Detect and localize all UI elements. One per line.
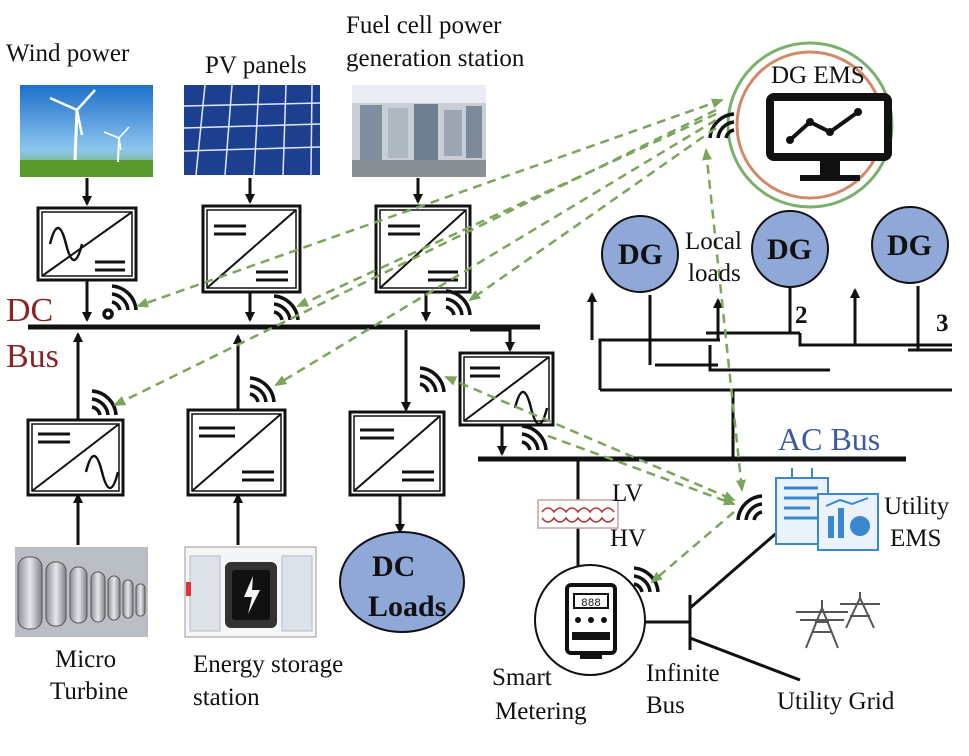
fuel-cell-icon [352, 85, 486, 177]
transmission-tower-icon [796, 592, 880, 649]
utility-ems-label-line2: EMS [890, 525, 942, 552]
dg-node-3 [871, 206, 949, 284]
energy-storage-label-line2: station [193, 684, 260, 711]
smart-meter-icon: 888 [534, 564, 646, 676]
micro-turbine-label-line1: Micro [55, 646, 117, 673]
dc-loads-label-line1: DC [372, 550, 416, 583]
local-loads-label-line2: loads [688, 260, 741, 287]
fuel-cell-label-line1: Fuel cell power [346, 12, 502, 39]
dashboard-icon [775, 468, 879, 551]
dg-ems-label: DG EMS [771, 62, 865, 89]
micro-turbine-icon [15, 547, 148, 637]
converter-icon [348, 410, 446, 497]
dg-number-3: 3 [936, 310, 949, 337]
smart-metering-label-line2: Metering [495, 698, 587, 725]
dc-bus-label-bus: Bus [6, 338, 59, 375]
hv-label: HV [610, 525, 647, 552]
dg-label-3: DG [887, 229, 932, 262]
transformer-icon [537, 499, 619, 529]
wind-turbine-icon [20, 85, 153, 177]
dg-label-2: DG [767, 233, 812, 266]
ac-bus-label: AC Bus [778, 421, 881, 457]
converter-icon [26, 418, 125, 497]
dc-loads-node [339, 531, 465, 633]
dc-bus-label-dc: DC [6, 292, 54, 329]
infinite-bus-label-line2: Bus [646, 692, 685, 719]
dg-number-2: 2 [795, 302, 808, 329]
energy-storage-label-line1: Energy storage [193, 651, 344, 678]
converter-icon [36, 206, 138, 282]
smart-metering-label-line1: Smart [492, 664, 552, 691]
communication-links [113, 98, 746, 584]
fuel-cell-label-line2: generation station [346, 45, 525, 72]
battery-storage-icon [184, 546, 317, 638]
monitor-chart-icon [766, 93, 892, 181]
wireless-signal-icons [91, 112, 763, 593]
wind-power-label: Wind power [6, 40, 130, 67]
infinite-bus-label-line1: Infinite [646, 660, 720, 687]
micro-turbine-label-line2: Turbine [50, 678, 129, 705]
dg-label-1: DG [618, 238, 663, 271]
pv-panels-label: PV panels [205, 52, 307, 79]
utility-grid-label: Utility Grid [777, 688, 895, 715]
solar-panel-icon [183, 84, 321, 176]
lv-label: LV [612, 480, 644, 507]
utility-ems-label-line1: Utility [884, 493, 950, 520]
meter-display: 888 [581, 598, 601, 610]
local-loads-label-line1: Local [685, 228, 742, 255]
dc-loads-label-line2: Loads [368, 590, 447, 623]
dg-node-2 [751, 210, 829, 288]
converter-icon [201, 204, 302, 294]
converter-icon [186, 408, 287, 497]
